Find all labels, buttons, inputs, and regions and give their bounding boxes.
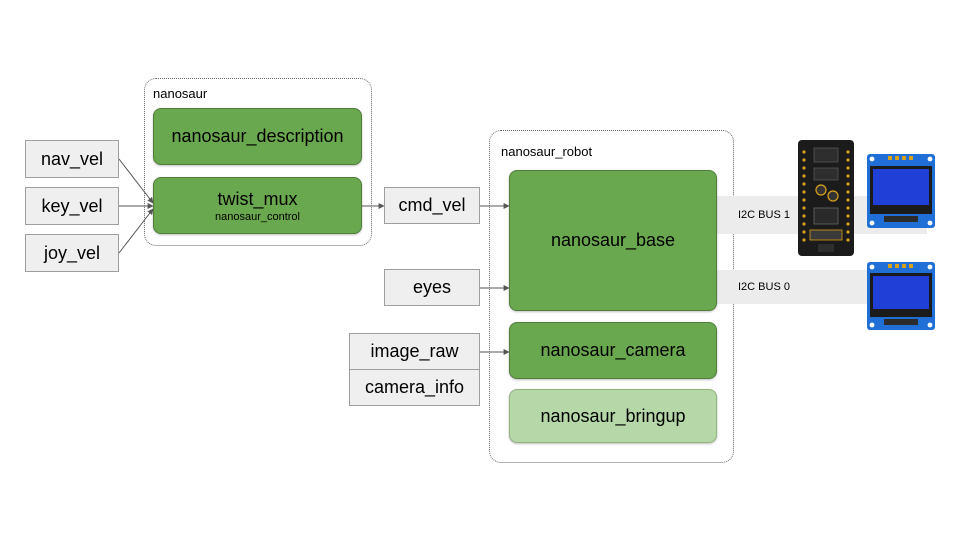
oled-display-icon <box>867 262 935 330</box>
node-nanosaur-description[interactable]: nanosaur_description <box>153 108 362 165</box>
topic-cmd-vel[interactable]: cmd_vel <box>384 187 480 224</box>
i2c-bus-1-label: I2C BUS 1 <box>738 209 790 221</box>
topic-eyes[interactable]: eyes <box>384 269 480 306</box>
topic-joy-vel[interactable]: joy_vel <box>25 234 119 272</box>
topic-label: eyes <box>412 277 452 297</box>
node-title: twist_mux <box>217 188 298 209</box>
node-twist-mux[interactable]: twist_mux nanosaur_control <box>153 177 362 234</box>
node-nanosaur-camera[interactable]: nanosaur_camera <box>509 322 717 379</box>
node-subtitle: nanosaur_control <box>214 210 300 223</box>
topic-nav-vel[interactable]: nav_vel <box>25 140 119 178</box>
topic-image-raw[interactable]: image_raw <box>349 333 480 370</box>
topic-label: cmd_vel <box>398 195 466 215</box>
node-nanosaur-base[interactable]: nanosaur_base <box>509 170 717 311</box>
topic-label: image_raw <box>370 341 459 361</box>
node-title: nanosaur_description <box>171 126 344 146</box>
i2c-bus-0-label: I2C BUS 0 <box>738 281 790 293</box>
topic-label: key_vel <box>41 195 103 216</box>
topic-key-vel[interactable]: key_vel <box>25 187 119 225</box>
topic-label: camera_info <box>364 377 465 397</box>
oled-display-icon <box>867 154 935 228</box>
topic-label: joy_vel <box>43 242 101 263</box>
edge-nav-vel-twist-mux <box>118 158 154 204</box>
group-label-nanosaur: nanosaur <box>153 86 208 101</box>
group-nanosaur <box>144 78 372 246</box>
topic-camera-info[interactable]: camera_info <box>349 369 480 406</box>
node-title: nanosaur_camera <box>540 340 686 360</box>
edge-joy-vel-twist-mux <box>118 208 154 254</box>
motor-driver-board-icon <box>798 140 854 256</box>
node-nanosaur-bringup[interactable]: nanosaur_bringup <box>509 389 717 443</box>
group-label-nanosaur-robot: nanosaur_robot <box>501 144 593 159</box>
node-title: nanosaur_base <box>550 230 676 250</box>
topic-label: nav_vel <box>40 148 104 169</box>
node-title: nanosaur_bringup <box>540 405 686 426</box>
